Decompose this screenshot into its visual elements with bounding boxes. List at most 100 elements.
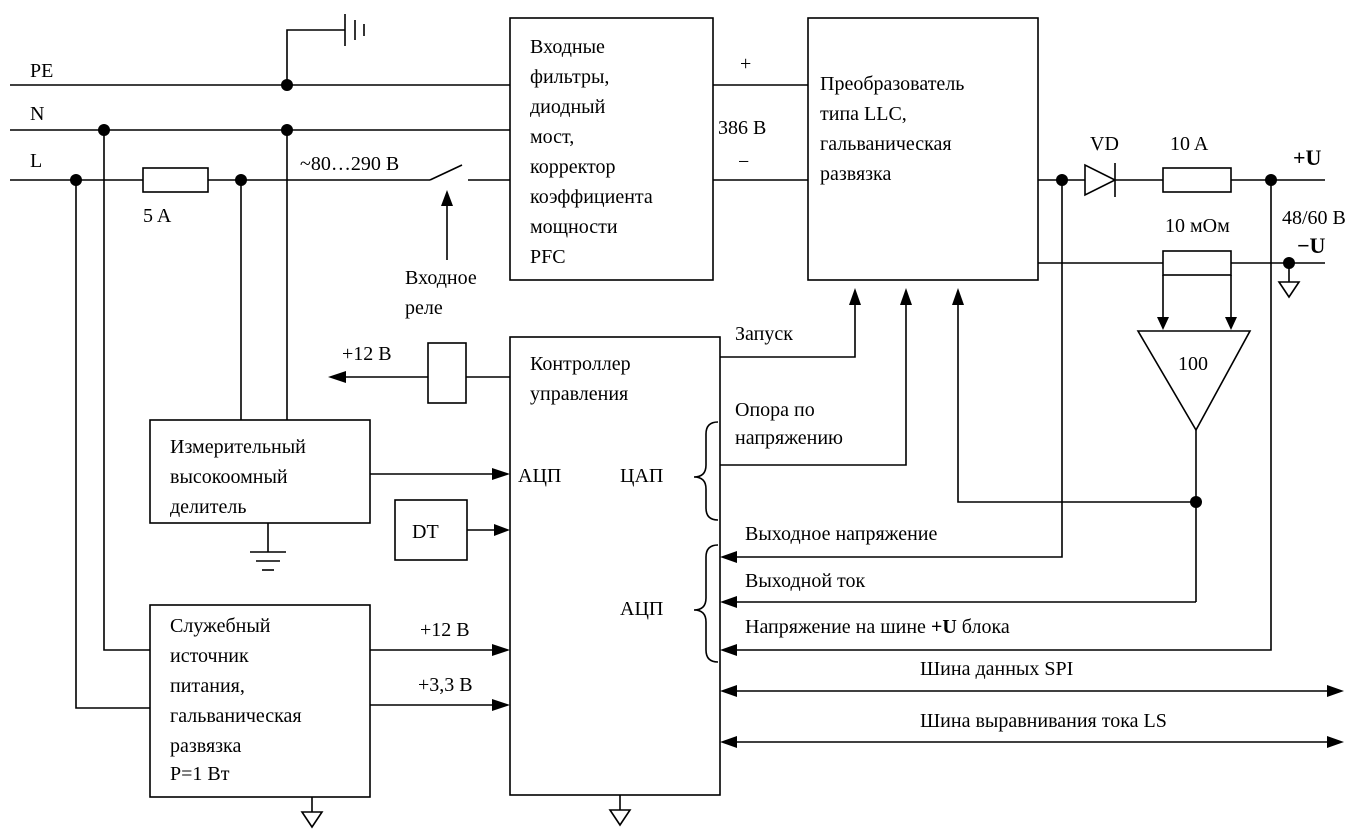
svg-text:типа LLC,: типа LLC,: [820, 103, 907, 125]
bus-voltage-feedback-arrow: [720, 644, 737, 656]
shunt-tap-arrow: [1225, 317, 1237, 330]
output-diode: [1084, 163, 1117, 197]
svg-text:питания,: питания,: [170, 675, 245, 697]
pe-label: PE: [30, 60, 53, 82]
divider-ground-symbol: [250, 523, 286, 571]
relay-label-line2: реле: [405, 297, 443, 319]
aux-ground-symbol: [300, 797, 324, 829]
bus-voltage-feedback-label: Напряжение на шине +U блока: [745, 616, 1010, 638]
relay-supply-arrow: [328, 371, 346, 383]
controller-title-line2: управления: [530, 383, 628, 405]
output-fuse: [1162, 167, 1232, 193]
output-voltage-feedback-wire: [735, 180, 1063, 558]
aux-supply-text: Служебный источник питания, гальваническ…: [170, 615, 302, 785]
svg-text:развязка: развязка: [170, 735, 241, 757]
mains-lines: [10, 84, 510, 260]
dc-bus-minus-label: −: [738, 151, 749, 173]
dc-bus-voltage-label: 386 В: [718, 117, 766, 139]
start-label: Запуск: [735, 323, 793, 345]
bus-voltage-feedback-wire: [735, 180, 1272, 651]
aux-3v3-label: +3,3 В: [418, 674, 473, 696]
output-current-feedback-label: Выходной ток: [745, 570, 865, 592]
spi-bus-label: Шина данных SPI: [920, 658, 1073, 680]
svg-text:PFC: PFC: [530, 246, 566, 268]
input-fuse: [142, 167, 209, 193]
filter-pfc-text: Входные фильтры, диодный мост, корректор…: [530, 36, 653, 268]
current-feedback-to-llc-wire: [957, 305, 1196, 503]
svg-text:гальваническая: гальваническая: [170, 705, 302, 727]
shunt-label: 10 мОм: [1165, 215, 1230, 237]
svg-text:P=1 Вт: P=1 Вт: [170, 763, 230, 785]
controller-dac-label: ЦАП: [620, 465, 663, 487]
llc-current-input-arrow: [952, 288, 964, 305]
n-label: N: [30, 103, 44, 125]
svg-text:Входные: Входные: [530, 36, 605, 58]
ls-bus-label: Шина выравнивания тока LS: [920, 710, 1167, 732]
amplifier-gain-label: 100: [1178, 353, 1208, 375]
svg-text:гальваническая: гальваническая: [820, 133, 952, 155]
input-voltage-label: ~80…290 В: [300, 153, 399, 175]
voltage-ref-label-line1: Опора по: [735, 399, 815, 421]
llc-start-input-arrow: [849, 288, 861, 305]
input-fuse-label: 5 A: [143, 205, 172, 227]
svg-text:коэффициента: коэффициента: [530, 186, 653, 208]
output-ground-symbol: [1277, 263, 1301, 299]
l-to-aux-supply-wire: [75, 180, 150, 709]
relay-actuator-arrow: [441, 190, 453, 206]
svg-text:источник: источник: [170, 645, 249, 667]
svg-text:мощности: мощности: [530, 216, 618, 238]
output-current-feedback-arrow: [720, 596, 737, 608]
divider-text-line3: делитель: [170, 496, 246, 518]
l-label: L: [30, 150, 42, 172]
output-voltage-feedback-arrow: [720, 551, 737, 563]
current-amplifier: [1136, 330, 1252, 432]
output-plus-label: +U: [1293, 145, 1322, 170]
voltage-divider-block: [149, 419, 371, 524]
svg-text:Служебный: Служебный: [170, 615, 271, 637]
divider-text-line1: Измерительный: [170, 436, 306, 458]
output-minus-label: −U: [1297, 233, 1326, 258]
dt-label: DT: [412, 521, 439, 543]
dc-bus-plus-label: +: [740, 53, 751, 75]
llc-converter-text: Преобразователь типа LLC, гальваническая…: [820, 73, 964, 185]
aux-supply-block: [149, 604, 371, 798]
relay-supply-label: +12 В: [342, 343, 392, 365]
svg-text:фильтры,: фильтры,: [530, 66, 609, 88]
divider-to-adc-arrow: [492, 468, 510, 480]
controller-adc-right-label: АЦП: [620, 598, 663, 620]
dac-brace: [693, 421, 719, 521]
svg-text:диодный: диодный: [530, 96, 606, 118]
output-voltage-label: 48/60 В: [1282, 207, 1346, 229]
output-fuse-label: 10 A: [1170, 133, 1209, 155]
spi-bus-arrow-left: [720, 685, 737, 697]
controller-adc-left-label: АЦП: [518, 465, 561, 487]
controller-title-line1: Контроллер: [530, 353, 631, 375]
relay-label-line1: Входное: [405, 267, 477, 289]
output-voltage-feedback-label: Выходное напряжение: [745, 523, 937, 545]
n-to-aux-supply-wire: [103, 130, 150, 651]
chassis-ground-symbol: [286, 14, 365, 85]
divider-text-line2: высокоомный: [170, 466, 288, 488]
aux-3v3-arrow: [492, 699, 510, 711]
llc-converter-block: [807, 17, 1039, 281]
start-signal-wire: [720, 305, 856, 358]
svg-text:развязка: развязка: [820, 163, 891, 185]
svg-text:Преобразователь: Преобразователь: [820, 73, 964, 95]
spi-bus-arrow-right: [1327, 685, 1344, 697]
dt-block: [394, 499, 468, 561]
controller-block: [509, 336, 721, 796]
diode-label: VD: [1090, 133, 1119, 155]
svg-text:корректор: корректор: [530, 156, 616, 178]
relay-coil: [427, 342, 467, 404]
dt-to-controller-arrow: [494, 524, 510, 536]
llc-ref-input-arrow: [900, 288, 912, 305]
shunt-tap-arrow: [1157, 317, 1169, 330]
voltage-ref-wire: [720, 305, 907, 466]
junction-dot: [281, 79, 293, 91]
aux-12v-label: +12 В: [420, 619, 470, 641]
aux-12v-arrow: [492, 644, 510, 656]
relay-switch-contact: [429, 164, 463, 181]
controller-ground-symbol: [608, 795, 632, 827]
voltage-ref-label-line2: напряжению: [735, 427, 843, 449]
